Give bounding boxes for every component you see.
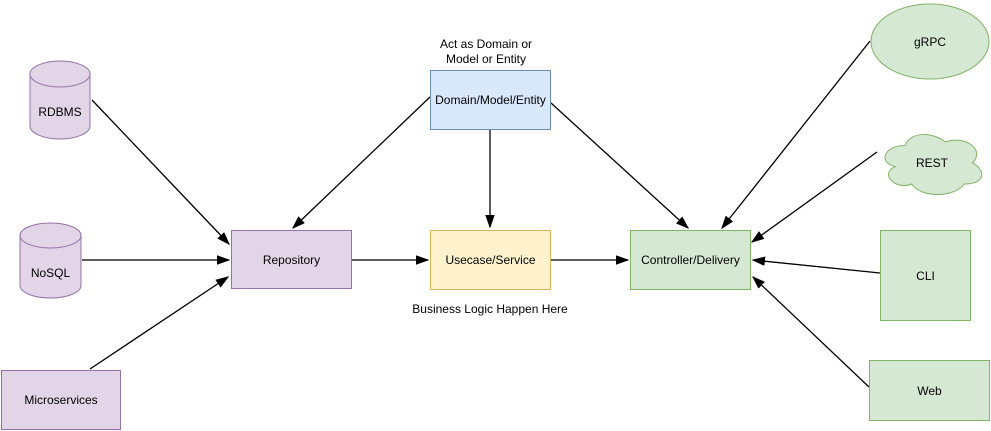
node-usecase-service: Usecase/Service xyxy=(430,230,551,290)
node-repository-label: Repository xyxy=(262,252,321,267)
node-usecase-service-label: Usecase/Service xyxy=(445,253,536,267)
node-cli: CLI xyxy=(880,230,971,321)
node-rdbms-label: RDBMS xyxy=(38,105,82,119)
edge-microservices-to-repository xyxy=(89,277,228,370)
node-microservices: Microservices xyxy=(1,370,121,430)
domain-note: Act as Domain or Model or Entity xyxy=(376,37,596,67)
domain-note-line1: Act as Domain or xyxy=(439,37,533,51)
edge-grpc-to-controller xyxy=(722,40,871,228)
node-domain-model-entity-label: Domain/Model/Entity xyxy=(435,93,546,107)
node-grpc: gRPC xyxy=(870,3,990,80)
cloud-shape-icon xyxy=(884,134,983,195)
edge-domain-to-controller xyxy=(550,102,688,228)
node-rdbms: RDBMS xyxy=(29,60,91,140)
edge-web-to-controller xyxy=(753,277,870,388)
node-cli-label: CLI xyxy=(916,268,935,283)
edge-rest-to-controller xyxy=(752,151,878,242)
domain-note-line2: Model or Entity xyxy=(445,52,527,66)
ellipse-shape-icon xyxy=(870,3,990,80)
node-controller-delivery: Controller/Delivery xyxy=(630,230,751,290)
node-grpc-label: gRPC xyxy=(913,34,946,49)
node-domain-model-entity: Domain/Model/Entity xyxy=(430,70,551,130)
node-microservices-label: Microservices xyxy=(24,393,98,407)
usecase-note: Business Logic Happen Here xyxy=(412,302,568,316)
node-controller-delivery-label: Controller/Delivery xyxy=(641,253,740,267)
node-web: Web xyxy=(869,360,990,421)
node-nosql: NoSQL xyxy=(19,222,82,299)
database-cylinder-icon xyxy=(19,222,82,299)
node-nosql-label: NoSQL xyxy=(30,265,71,280)
database-cylinder-icon xyxy=(29,60,91,140)
node-repository: Repository xyxy=(231,230,352,289)
node-rest-label: REST xyxy=(915,156,948,170)
node-rest: REST xyxy=(878,128,986,198)
edge-domain-to-repository xyxy=(293,96,431,228)
edge-rdbms-to-repository xyxy=(91,99,229,244)
node-web-label: Web xyxy=(917,383,942,398)
edge-cli-to-controller xyxy=(753,260,881,274)
